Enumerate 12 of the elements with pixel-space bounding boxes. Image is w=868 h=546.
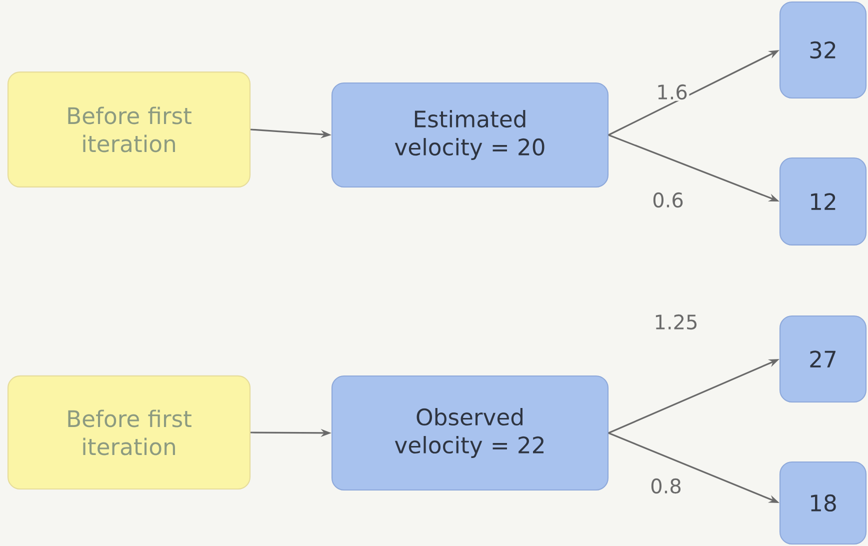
edge-label: 0.6 xyxy=(650,191,686,209)
velocity-box: 18 xyxy=(779,461,867,545)
edge-label: 1.25 xyxy=(652,313,700,331)
velocity-box: 27 xyxy=(779,315,867,403)
velocity-box: Estimated velocity = 20 xyxy=(331,82,609,188)
velocity-box: 12 xyxy=(779,158,867,246)
start-box: Before first iteration xyxy=(7,72,251,188)
edge-label: 1.6 xyxy=(654,83,690,101)
velocity-box: Observed velocity = 22 xyxy=(331,375,609,491)
velocity-box: 32 xyxy=(779,1,867,99)
edge-label: 0.8 xyxy=(648,477,684,495)
start-box: Before first iteration xyxy=(7,375,251,490)
